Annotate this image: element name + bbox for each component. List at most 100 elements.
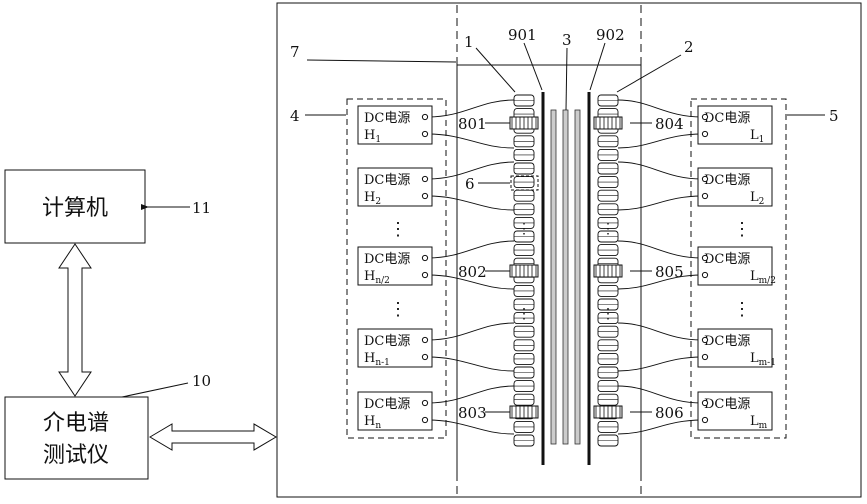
dc-source-title: DC电源 (364, 334, 410, 349)
label-806: 806 (655, 404, 684, 422)
dc-source-title: DC电源 (364, 111, 410, 126)
dc-source-right-2: DC电源L2 (698, 168, 772, 207)
ellipsis-left-2: ⋮ (389, 299, 407, 320)
double-arrow-horizontal (150, 424, 276, 450)
ellipsis-stack-left-1: ⋮ (517, 221, 531, 237)
label-3: 3 (562, 31, 572, 49)
dc-source-left-4: DC电源Hn-1 (358, 329, 432, 368)
terminal (422, 272, 427, 277)
right-heater-stack (594, 95, 622, 446)
label-5: 5 (829, 107, 839, 125)
dc-source-right-4: DC电源Lm-1 (698, 329, 776, 368)
terminal (422, 337, 427, 342)
wire (618, 196, 702, 210)
label-902: 902 (596, 26, 625, 44)
dc-source-title: DC电源 (704, 397, 750, 412)
label-4: 4 (290, 107, 300, 125)
label-11: 11 (192, 199, 211, 217)
label-7: 7 (290, 43, 300, 61)
dc-source-subscript: n-1 (375, 358, 390, 368)
dc-source-subscript: m (759, 421, 768, 431)
computer-label: 计算机 (42, 196, 108, 221)
terminal (422, 255, 427, 260)
sensor-block (510, 265, 538, 277)
label-801: 801 (458, 115, 487, 133)
wire (428, 241, 514, 258)
terminal (702, 255, 707, 260)
terminal (422, 176, 427, 181)
left-heater-stack (510, 95, 538, 446)
ellipsis-left-1: ⋮ (389, 219, 407, 240)
terminal (702, 354, 707, 359)
label-804: 804 (655, 115, 684, 133)
dc-source-right-3: DC电源Lm/2 (698, 247, 776, 286)
wire (428, 134, 514, 148)
terminal (702, 417, 707, 422)
dc-source-subscript: 1 (375, 135, 381, 145)
terminal (422, 417, 427, 422)
dc-source-title: DC电源 (704, 173, 750, 188)
terminal (702, 272, 707, 277)
wire (428, 196, 514, 210)
dc-source-subscript: m-1 (759, 358, 776, 368)
sensor-block (594, 265, 622, 277)
dc-source-title: DC电源 (704, 111, 750, 126)
terminal (422, 114, 427, 119)
dc-source-title: DC电源 (364, 397, 410, 412)
left-sources: DC电源H1DC电源H2DC电源Hn/2DC电源Hn-1DC电源Hn (358, 106, 432, 431)
sample-strips (551, 110, 580, 444)
terminal (702, 337, 707, 342)
sensor-block (510, 117, 538, 129)
right-sources: DC电源L1DC电源L2DC电源Lm/2DC电源Lm-1DC电源Lm (698, 106, 776, 431)
dc-source-title: DC电源 (364, 173, 410, 188)
dc-source-title: DC电源 (704, 334, 750, 349)
wire (618, 386, 702, 403)
wire (428, 357, 514, 371)
analyzer-label-2: 测试仪 (43, 443, 109, 468)
label-1: 1 (464, 33, 474, 51)
ellipsis-stack-right-1: ⋮ (601, 221, 615, 237)
wire (618, 420, 702, 434)
dc-source-subscript: 2 (759, 197, 765, 207)
dc-source-subscript: n (375, 421, 381, 431)
dc-source-title: DC电源 (364, 252, 410, 267)
dc-source-subscript: 1 (759, 135, 765, 145)
label-802: 802 (458, 263, 487, 281)
sensor-block (594, 406, 622, 418)
terminal (422, 193, 427, 198)
double-arrow-vertical (59, 244, 91, 396)
label-2: 2 (684, 38, 694, 56)
wire (618, 323, 702, 340)
wire (428, 323, 514, 340)
sensor-block (510, 406, 538, 418)
terminal (702, 193, 707, 198)
terminal (422, 400, 427, 405)
terminal (702, 176, 707, 181)
dc-source-title: DC电源 (704, 252, 750, 267)
terminal (702, 114, 707, 119)
terminal (422, 131, 427, 136)
wire (618, 357, 702, 371)
ellipsis-right-1: ⋮ (733, 219, 751, 240)
terminal (422, 354, 427, 359)
wire (428, 386, 514, 403)
terminal (702, 131, 707, 136)
ellipsis-stack-left-2: ⋮ (517, 306, 531, 322)
dc-source-left-3: DC电源Hn/2 (358, 247, 432, 286)
dc-source-left-5: DC电源Hn (358, 392, 432, 431)
sensor-block (594, 117, 622, 129)
label-901: 901 (508, 26, 537, 44)
label-6: 6 (465, 175, 475, 193)
ellipsis-stack-right-2: ⋮ (601, 306, 615, 322)
dc-source-left-2: DC电源H2 (358, 168, 432, 207)
label-803: 803 (458, 404, 487, 422)
dc-source-subscript: 2 (375, 197, 381, 207)
label-805: 805 (655, 263, 684, 281)
label-10: 10 (192, 372, 211, 390)
wire (618, 241, 702, 258)
dc-source-subscript: m/2 (759, 276, 776, 286)
dc-source-subscript: n/2 (375, 276, 390, 286)
dc-source-left-1: DC电源H1 (358, 106, 432, 145)
wire (428, 420, 514, 434)
